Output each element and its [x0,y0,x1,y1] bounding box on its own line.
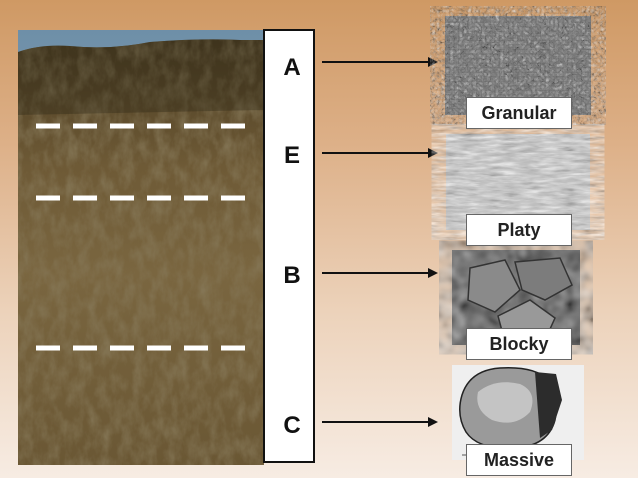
arrowhead-e [428,148,438,158]
granular-label: Granular [466,97,572,129]
horizon-label-e: E [283,142,300,169]
arrowhead-c [428,417,438,427]
horizon-label-b: B [283,262,301,289]
horizon-label-a: A [283,54,301,81]
platy-label: Platy [466,214,572,246]
horizon-label-column [263,29,315,463]
arrowhead-b [428,268,438,278]
horizon-label-c: C [283,412,301,439]
massive-label: Massive [466,444,572,476]
arrowhead-a [428,57,438,67]
soil-profile-photo [18,30,264,465]
blocky-label: Blocky [466,328,572,360]
